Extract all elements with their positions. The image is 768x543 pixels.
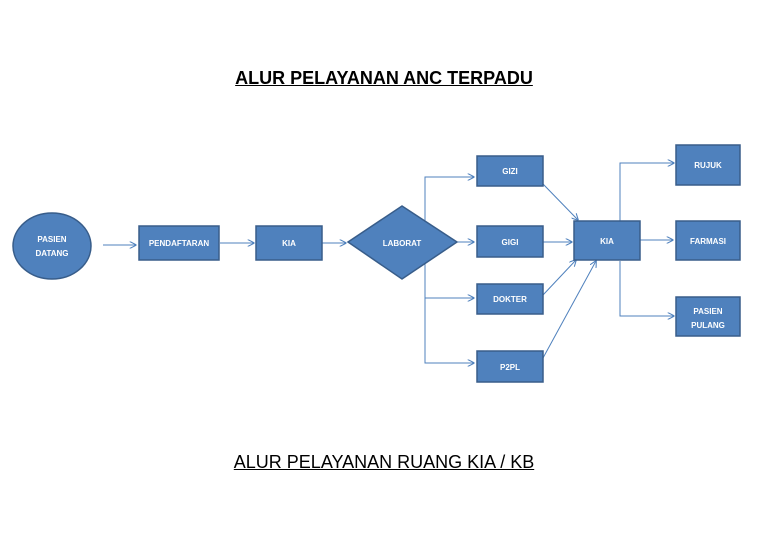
arrow-laborat-dokter: [424, 263, 474, 298]
node-label: GIGI: [502, 238, 519, 247]
node-label: KIA: [282, 239, 296, 248]
node-label: LABORAT: [383, 239, 422, 248]
node-label: P2PL: [500, 363, 520, 372]
node-gigi: GIGI: [476, 225, 544, 258]
arrow-laborat-gizi: [424, 177, 474, 222]
node-pasien-datang: PASIEN DATANG: [12, 212, 92, 280]
node-label: PASIEN: [37, 235, 66, 244]
node-label: RUJUK: [694, 161, 722, 170]
node-label: KIA: [600, 237, 614, 246]
node-dokter: DOKTER: [476, 283, 544, 315]
node-kia-2: KIA: [573, 220, 641, 261]
arrow-p2pl-kia: [542, 261, 596, 359]
node-farmasi: FARMASI: [675, 220, 741, 261]
arrow-kia-rujuk: [619, 163, 674, 221]
node-laborat: LABORAT: [346, 205, 459, 280]
node-label: PASIEN: [693, 307, 722, 316]
section-subtitle: ALUR PELAYANAN RUANG KIA / KB: [233, 452, 535, 472]
node-label: PENDAFTARAN: [149, 239, 210, 248]
node-pendaftaran: PENDAFTARAN: [138, 225, 220, 261]
node-gizi: GIZI: [476, 155, 544, 187]
connectors: [103, 163, 674, 363]
arrow-dokter-kia: [542, 260, 576, 296]
node-label: DOKTER: [493, 295, 527, 304]
node-label: FARMASI: [690, 237, 726, 246]
node-pasien-pulang: PASIEN PULANG: [675, 296, 741, 337]
diagram-title: ALUR PELAYANAN ANC TERPADU: [235, 68, 533, 88]
node-kia-1: KIA: [255, 225, 323, 261]
node-label: GIZI: [502, 167, 518, 176]
arrow-kia-pulang: [619, 261, 674, 316]
node-p2pl: P2PL: [476, 350, 544, 383]
node-rujuk: RUJUK: [675, 144, 741, 186]
node-label: DATANG: [35, 249, 68, 258]
arrow-laborat-p2pl: [424, 298, 474, 363]
node-label: PULANG: [691, 321, 725, 330]
arrow-gizi-kia: [542, 183, 578, 220]
